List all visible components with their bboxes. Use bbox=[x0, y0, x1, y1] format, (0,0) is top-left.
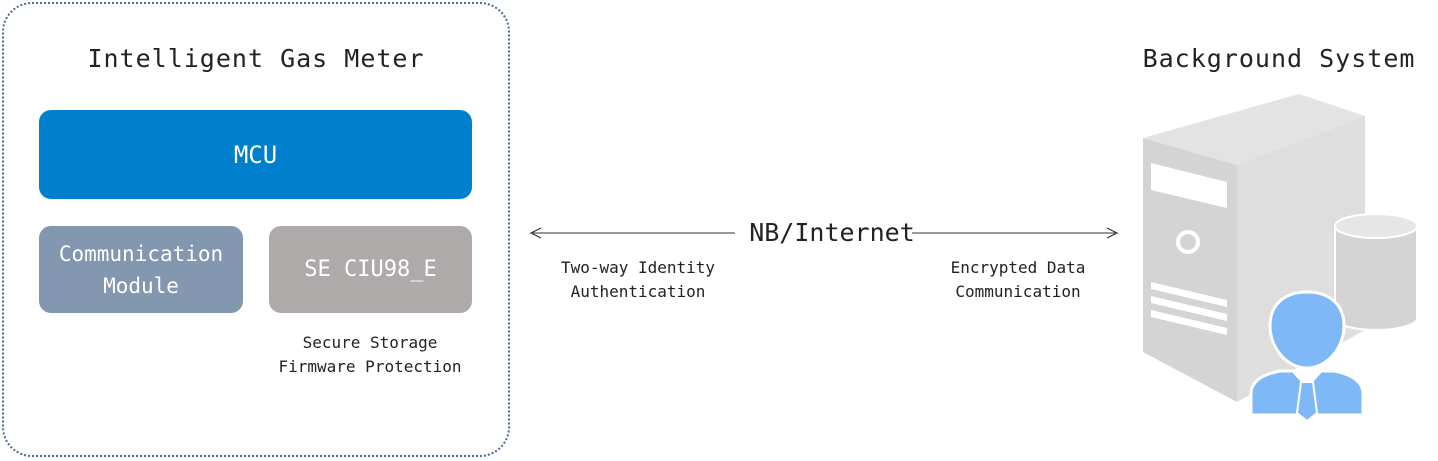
network-label: NB/Internet bbox=[749, 218, 915, 247]
gas-meter-frame bbox=[2, 2, 510, 457]
background-system-title: Background System bbox=[1142, 44, 1416, 73]
enc-caption-line2: Communication bbox=[955, 282, 1081, 301]
se-caption-line1: Secure Storage bbox=[302, 333, 438, 352]
communication-module-block: Communication Module bbox=[39, 226, 243, 313]
user-icon bbox=[1249, 290, 1365, 423]
auth-caption-line2: Authentication bbox=[570, 282, 706, 301]
database-icon bbox=[1334, 213, 1418, 331]
arrow-left-icon bbox=[529, 227, 735, 239]
arrow-right-icon bbox=[912, 227, 1119, 239]
se-caption-line2: Firmware Protection bbox=[278, 357, 462, 376]
authentication-caption: Two-way Identity Authentication bbox=[508, 256, 768, 304]
auth-caption-line1: Two-way Identity bbox=[560, 258, 716, 277]
comm-label-line1: Communication bbox=[58, 241, 224, 266]
gas-meter-title: Intelligent Gas Meter bbox=[87, 44, 425, 73]
comm-label-line2: Module bbox=[103, 273, 179, 298]
se-label: SE CIU98_E bbox=[304, 257, 437, 282]
se-caption: Secure Storage Firmware Protection bbox=[240, 331, 500, 379]
se-chip-block: SE CIU98_E bbox=[269, 226, 472, 313]
encryption-caption: Encrypted Data Communication bbox=[888, 256, 1148, 304]
mcu-block: MCU bbox=[39, 110, 472, 199]
mcu-label: MCU bbox=[233, 140, 278, 169]
enc-caption-line1: Encrypted Data bbox=[950, 258, 1086, 277]
